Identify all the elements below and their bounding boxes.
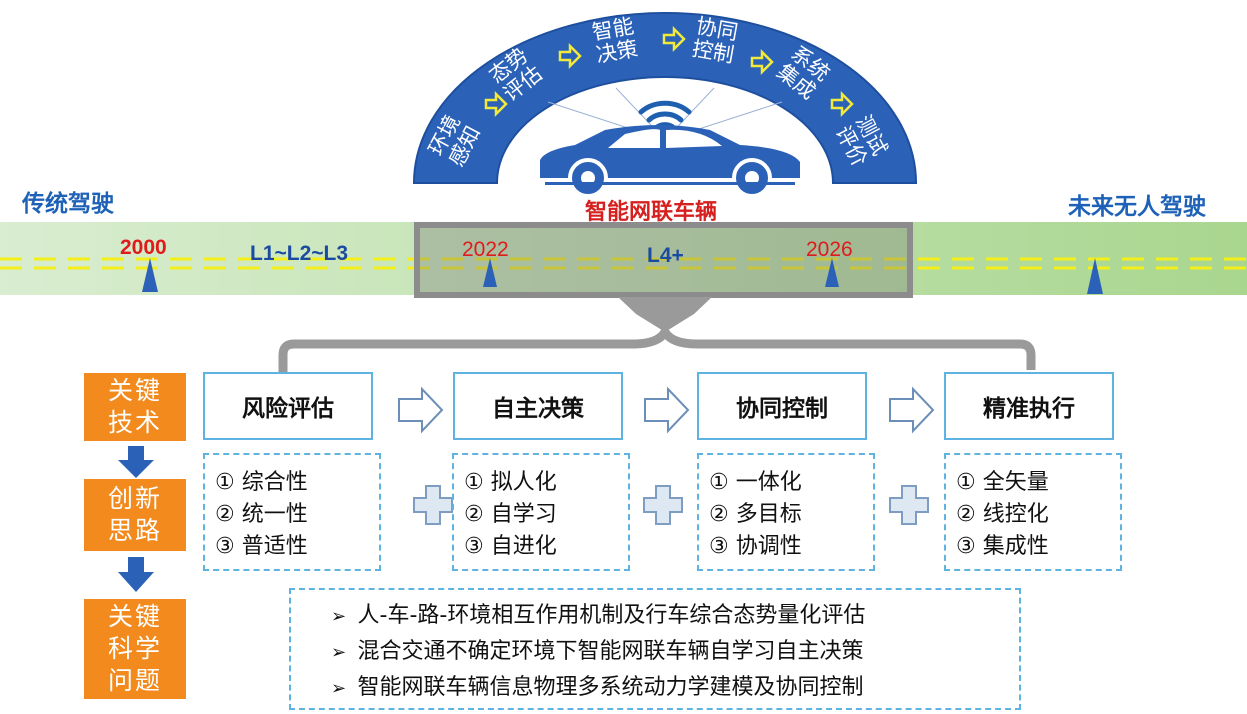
idea-item: ② 统一性 xyxy=(215,499,379,531)
idea-item: ② 自学习 xyxy=(464,499,628,531)
idea-box-2: ① 拟人化 ② 自学习 ③ 自进化 xyxy=(452,453,630,571)
idea-box-1: ① 综合性 ② 统一性 ③ 普适性 xyxy=(203,453,381,571)
idea-box-4: ① 全矢量 ② 线控化 ③ 集成性 xyxy=(944,453,1122,571)
scientific-problems-box: 人-车-路-环境相互作用机制及行车综合态势量化评估 混合交通不确定环境下智能网联… xyxy=(289,588,1021,710)
idea-item: ② 线控化 xyxy=(956,499,1120,531)
idea-item: ① 一体化 xyxy=(709,467,873,499)
hollow-arrow-right-icon xyxy=(399,389,442,431)
problem-item: 人-车-路-环境相互作用机制及行车综合态势量化评估 xyxy=(331,598,1019,634)
plus-icon xyxy=(890,486,928,524)
idea-item: ① 全矢量 xyxy=(956,467,1120,499)
idea-box-3: ① 一体化 ② 多目标 ③ 协调性 xyxy=(697,453,875,571)
plus-icon xyxy=(414,486,452,524)
idea-item: ② 多目标 xyxy=(709,499,873,531)
idea-item: ③ 集成性 xyxy=(956,531,1120,563)
problem-item: 智能网联车辆信息物理多系统动力学建模及协同控制 xyxy=(331,670,1019,706)
idea-item: ③ 协调性 xyxy=(709,531,873,563)
idea-item: ① 拟人化 xyxy=(464,467,628,499)
problem-item: 混合交通不确定环境下智能网联车辆自学习自主决策 xyxy=(331,634,1019,670)
idea-item: ③ 普适性 xyxy=(215,531,379,563)
idea-item: ① 综合性 xyxy=(215,467,379,499)
idea-item: ③ 自进化 xyxy=(464,531,628,563)
plus-icon xyxy=(644,486,682,524)
hollow-arrow-right-icon xyxy=(645,389,688,431)
hollow-arrow-right-icon xyxy=(890,389,933,431)
